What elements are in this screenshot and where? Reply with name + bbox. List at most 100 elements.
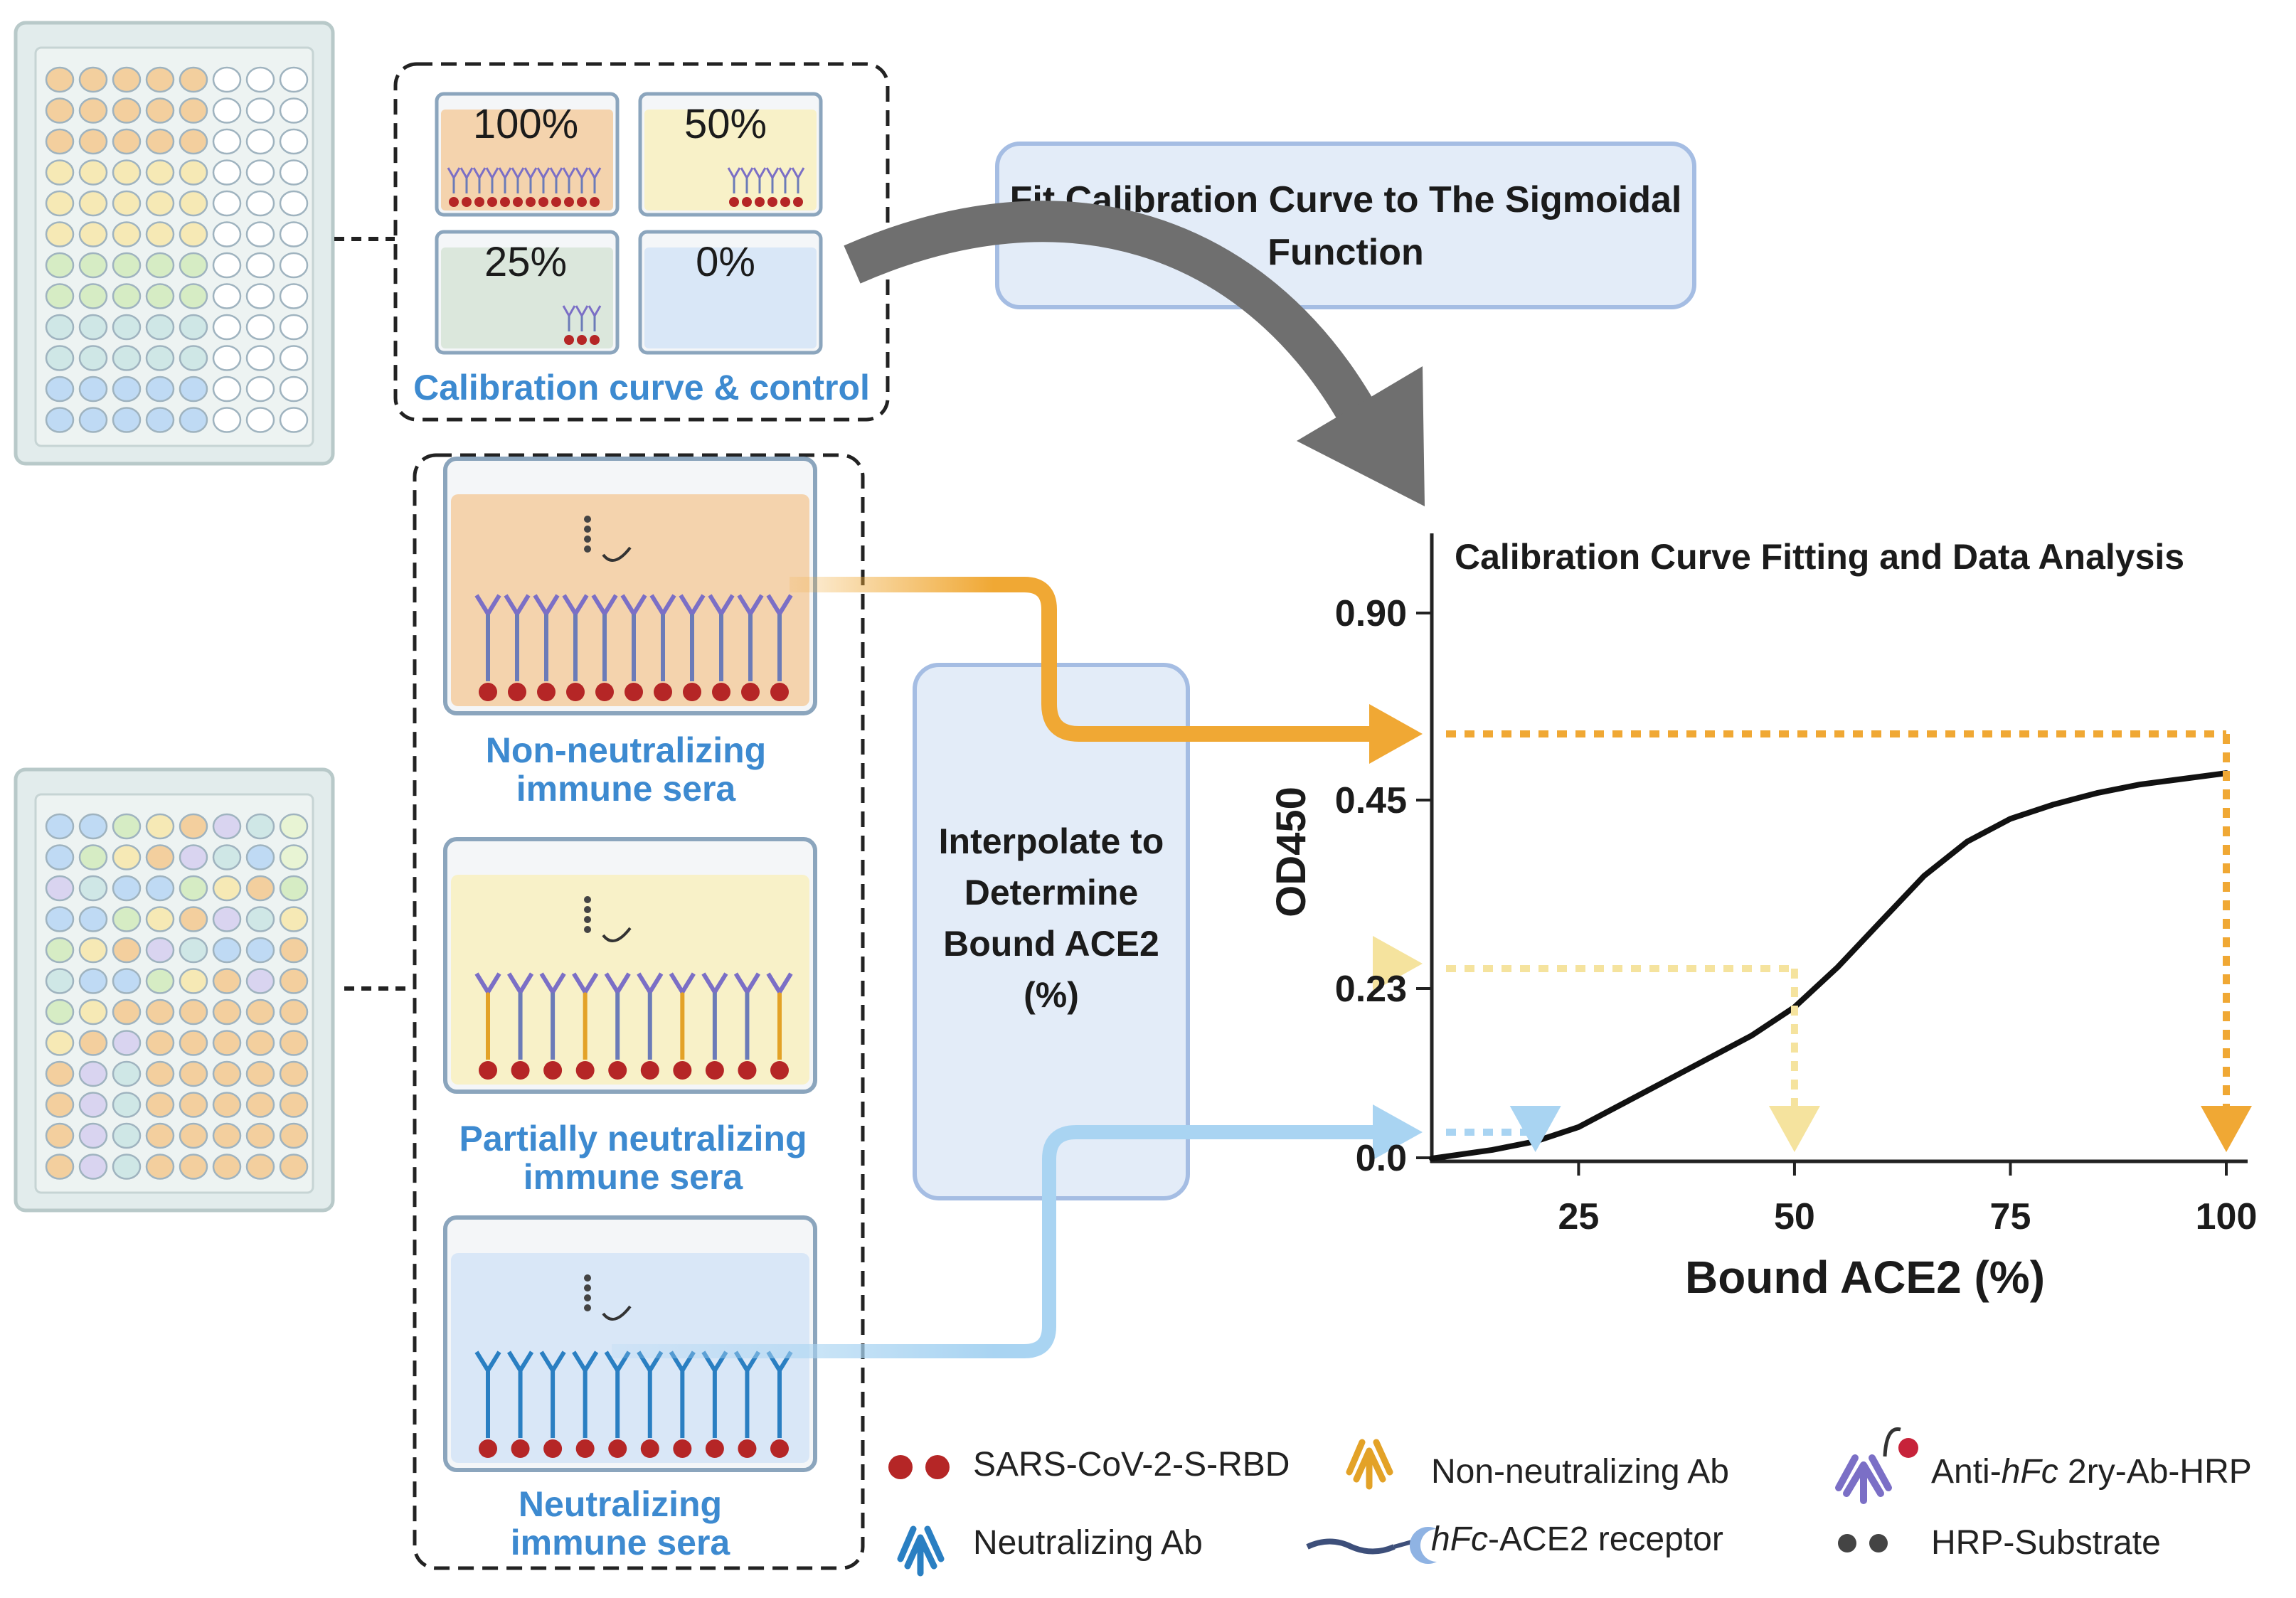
- flow-arrow-blue: [612, 1125, 1376, 1358]
- antibody-mark: [604, 972, 631, 994]
- plate-well: [145, 345, 175, 371]
- marker-arrowhead: [1509, 1106, 1561, 1152]
- antibody-mark: [474, 1351, 501, 1372]
- plate-well: [145, 875, 175, 902]
- plate-well: [145, 1030, 175, 1056]
- plate-well: [212, 252, 242, 279]
- plate-well: [112, 375, 142, 403]
- plate-well: [245, 1030, 275, 1056]
- plate-well: [179, 937, 208, 964]
- plate-well: [245, 190, 275, 217]
- plate-well: [279, 314, 309, 341]
- antibody-mark: [507, 1351, 534, 1372]
- plate-well: [279, 375, 309, 403]
- calibration-well-liquid: [644, 247, 817, 348]
- plate-well: [78, 875, 108, 902]
- legend: SARS-CoV-2-S-RBD Non-neutralizing Ab Ant…: [888, 1427, 2252, 1577]
- plate-well: [212, 375, 242, 403]
- plate-well: [279, 345, 309, 371]
- plate-well: [112, 1154, 142, 1180]
- plate-well: [279, 1154, 309, 1180]
- legend-anti-hfc-hrp-pre: Anti-: [1931, 1453, 2002, 1491]
- plate-well: [245, 252, 275, 279]
- rbd-mark: [608, 1061, 627, 1080]
- plate-well: [245, 937, 275, 964]
- plate-well: [145, 314, 175, 341]
- rbd-mark: [742, 197, 752, 207]
- plate-well: [112, 1030, 142, 1056]
- plate-well: [212, 1060, 242, 1087]
- plate-well: [212, 968, 242, 994]
- rbd-mark: [479, 683, 497, 701]
- antibody-mark: [504, 594, 531, 615]
- plate-well: [112, 97, 142, 124]
- plate-well: [145, 159, 175, 186]
- antibody-mark: [523, 167, 538, 179]
- plate-well: [245, 66, 275, 93]
- plate-well: [78, 345, 108, 371]
- plate-well: [279, 97, 309, 124]
- plate-well: [179, 875, 208, 902]
- plate-well: [245, 875, 275, 902]
- plate-well: [78, 813, 108, 840]
- substrate-dot: [584, 926, 591, 933]
- calibration-well-percent: 100%: [473, 101, 578, 147]
- plate-well: [179, 1122, 208, 1149]
- plate-well: [279, 844, 309, 870]
- plate-well: [279, 407, 309, 433]
- rbd-mark: [543, 1061, 563, 1080]
- antibody-mark: [575, 167, 589, 179]
- sample-label-2-line1: Partially neutralizing: [459, 1119, 807, 1158]
- plate-well: [45, 97, 75, 124]
- plate-well: [245, 159, 275, 186]
- hrp-substrate-icon: [1838, 1534, 1888, 1552]
- plate-well: [112, 252, 142, 279]
- well-plate-top: [14, 21, 335, 466]
- plate-well: [279, 159, 309, 186]
- substrate-dot: [584, 906, 591, 913]
- plate-well: [212, 314, 242, 341]
- plate-well: [78, 968, 108, 994]
- antibody-mark: [485, 167, 499, 179]
- calibration-wells: 100%50%25%0%: [435, 92, 823, 355]
- plate-well: [212, 844, 242, 870]
- plate-well: [112, 159, 142, 186]
- hfc-ace2-receptor-icon: [1306, 1527, 1437, 1564]
- rbd-mark: [755, 197, 765, 207]
- antibody-mark: [679, 594, 706, 615]
- fit-arrow-shaft: [844, 201, 1373, 420]
- legend-hfc-ace2-italic: hFc: [1431, 1520, 1488, 1558]
- calibration-curve-line: [1429, 770, 2229, 1161]
- plate-well: [145, 221, 175, 247]
- well-plate-bottom: [14, 767, 335, 1213]
- plate-well: [279, 968, 309, 994]
- interpolate-line4: (%): [1024, 975, 1079, 1015]
- plate-well: [112, 314, 142, 341]
- plate-well: [78, 190, 108, 217]
- y-axis-label: OD450: [1268, 787, 1314, 917]
- plate-well: [212, 937, 242, 964]
- marker-arrowhead: [2201, 1106, 2252, 1152]
- plate-well: [245, 1060, 275, 1087]
- substrate-dot: [584, 545, 591, 553]
- plate-well: [45, 1122, 75, 1149]
- plate-well: [145, 844, 175, 870]
- x-axis-label: Bound ACE2 (%): [1685, 1252, 2045, 1303]
- rbd-mark: [577, 335, 587, 345]
- plate-well: [112, 190, 142, 217]
- substrate-dot: [584, 526, 591, 533]
- plate-well: [45, 875, 75, 902]
- antibody-mark: [474, 594, 501, 615]
- plate-well: [45, 159, 75, 186]
- plate-well: [112, 128, 142, 155]
- plate-well: [45, 283, 75, 309]
- plate-well: [179, 906, 208, 932]
- sample-well-liquid: [451, 875, 809, 1085]
- antibody-mark: [669, 972, 696, 994]
- plate-well: [145, 813, 175, 840]
- plate-well: [45, 375, 75, 403]
- plate-well: [179, 283, 208, 309]
- plate-well: [112, 221, 142, 247]
- plate-well: [78, 97, 108, 124]
- plate-well: [145, 1060, 175, 1087]
